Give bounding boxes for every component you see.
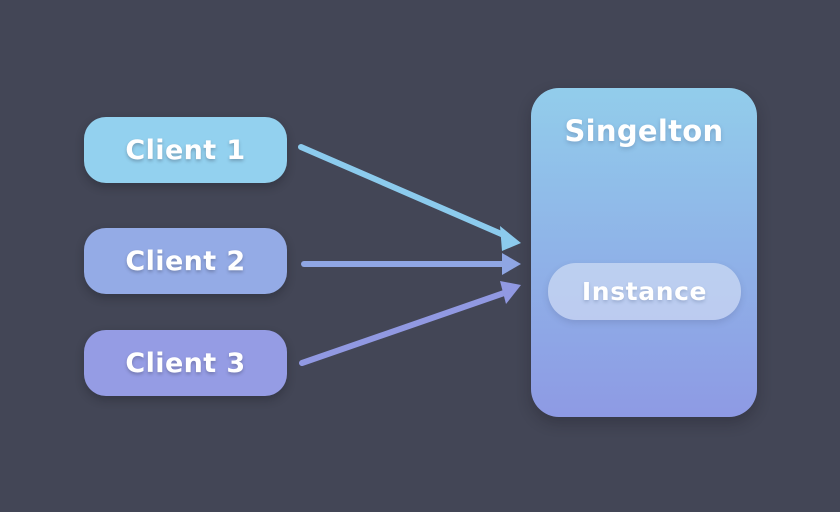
client-box-3-label: Client 3 [125, 347, 246, 379]
singleton-title: Singelton [564, 114, 724, 148]
client-box-3[interactable]: Client 3 [84, 330, 287, 396]
client-box-1-label: Client 1 [125, 134, 246, 166]
arrow-client-3-to-singleton [299, 281, 521, 366]
client-box-2[interactable]: Client 2 [84, 228, 287, 294]
instance-pill[interactable]: Instance [548, 263, 741, 320]
client-box-1[interactable]: Client 1 [84, 117, 287, 183]
arrow-client-2-to-singleton [301, 253, 521, 275]
singleton-box[interactable]: Singelton Instance [531, 88, 757, 417]
client-box-2-label: Client 2 [125, 245, 246, 277]
instance-pill-label: Instance [581, 277, 708, 306]
arrow-client-1-to-singleton [298, 144, 521, 251]
